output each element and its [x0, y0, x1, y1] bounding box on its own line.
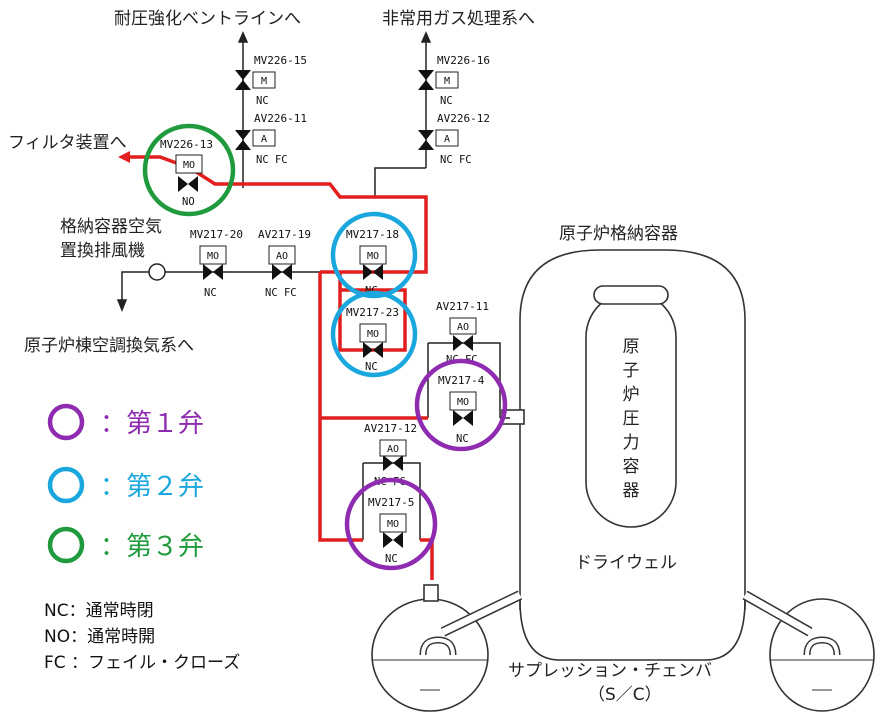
svg-text:NC: NC [365, 361, 378, 373]
first-valve-ring [344, 477, 438, 571]
svg-text:圧: 圧 [623, 409, 640, 429]
highlight-rings [142, 123, 508, 571]
sc-label: サプレッション・チェンバ [508, 661, 712, 681]
svg-text:AO: AO [457, 322, 469, 333]
svg-text:NC: NC [256, 95, 269, 107]
svg-text:M: M [261, 76, 267, 87]
rpv-label: 原 子 炉 圧 力 容 器 [623, 337, 640, 501]
filter-label: フィルタ装置へ [8, 133, 127, 153]
valve-tag: AV226-12 [437, 112, 490, 125]
valve-tag: AV217-19 [258, 228, 311, 241]
valve-tag: AV217-11 [436, 300, 489, 313]
valve-tag: AV217-12 [364, 422, 417, 435]
second-valve-ring [330, 290, 418, 378]
legend-third-valve: ：第３弁 [100, 532, 204, 562]
svg-text:NC FC: NC FC [256, 154, 288, 166]
svg-text:子: 子 [623, 361, 640, 381]
svg-text:MO: MO [207, 251, 219, 262]
fan-label-line2: 置換排風機 [60, 241, 145, 261]
svg-text:NC: NC [204, 287, 217, 299]
sc-abbr-label: （S／C） [588, 685, 662, 705]
valve-tag: MV226-15 [254, 54, 307, 67]
legend-first-valve: ：第１弁 [100, 409, 204, 439]
hvac-label: 原子炉棟空調換気系へ [24, 336, 194, 356]
svg-text:NC: NC [456, 433, 469, 445]
piping [116, 31, 510, 540]
svg-text:炉: 炉 [623, 385, 640, 405]
svg-text:容: 容 [623, 457, 640, 477]
svg-text:AO: AO [387, 444, 399, 455]
valve-tag: MV217-5 [368, 496, 414, 509]
svg-text:A: A [444, 134, 450, 145]
valve-tag: MV226-13 [160, 138, 213, 151]
second-valve-ring [330, 211, 418, 299]
svg-text:MO: MO [367, 251, 379, 262]
svg-text:NC FC: NC FC [440, 154, 472, 166]
abbr-nc: NC：通常時閉 [44, 601, 154, 621]
valve-tag: MV217-4 [438, 374, 485, 387]
sgts-label: 非常用ガス処理系へ [382, 9, 535, 29]
valve-tags: MV226-15 AV226-11 MV226-16 AV226-12 MV22… [160, 54, 490, 509]
svg-text:NC FC: NC FC [265, 287, 297, 299]
svg-text:MO: MO [387, 519, 399, 530]
pcv-label: 原子炉格納容器 [559, 224, 678, 244]
svg-text:MO: MO [457, 397, 469, 408]
svg-text:A: A [261, 134, 267, 145]
third-valve-ring [142, 123, 236, 217]
svg-text:力: 力 [623, 433, 640, 453]
valve-states: NC NC FC NC NC FC NO NC NC FC NC NC NC F… [182, 95, 478, 565]
abbreviation-key: NC：通常時閉 NO：通常時開 FC ：フェイル・クローズ [44, 601, 240, 673]
legend-second-valve: ：第２弁 [100, 472, 204, 502]
svg-text:M: M [444, 76, 450, 87]
abbr-fc: FC ：フェイル・クローズ [44, 653, 240, 673]
vent-line-label: 耐圧強化ベントラインへ [114, 9, 301, 29]
svg-text:NC: NC [440, 95, 453, 107]
svg-text:原: 原 [623, 337, 640, 357]
svg-text:NC: NC [385, 553, 398, 565]
svg-text:器: 器 [623, 481, 640, 501]
actuator-boxes [175, 71, 477, 533]
first-valve-ring [414, 358, 508, 452]
svg-text:AO: AO [276, 251, 288, 262]
svg-text:NO: NO [182, 196, 195, 208]
valve-tag: MV217-20 [190, 228, 243, 241]
suppression-chamber-right [769, 598, 875, 712]
actuator-labels: M A M A MO MO AO MO MO AO MO AO MO [183, 76, 469, 530]
drywell-label: ドライウェル [575, 553, 677, 573]
fan-label-line1: 格納容器空気 [60, 217, 162, 237]
valve-tag: MV217-23 [346, 306, 399, 319]
legend: ：第１弁 ：第２弁 ：第３弁 [47, 403, 204, 564]
valve-tag: MV226-16 [437, 54, 490, 67]
primary-containment-vessel [519, 249, 746, 610]
valve-tag: MV217-18 [346, 228, 399, 241]
valve-tag: AV226-11 [254, 112, 307, 125]
abbr-no: NO：通常時開 [44, 627, 155, 647]
svg-text:MO: MO [367, 329, 379, 340]
svg-text:MO: MO [183, 160, 195, 171]
